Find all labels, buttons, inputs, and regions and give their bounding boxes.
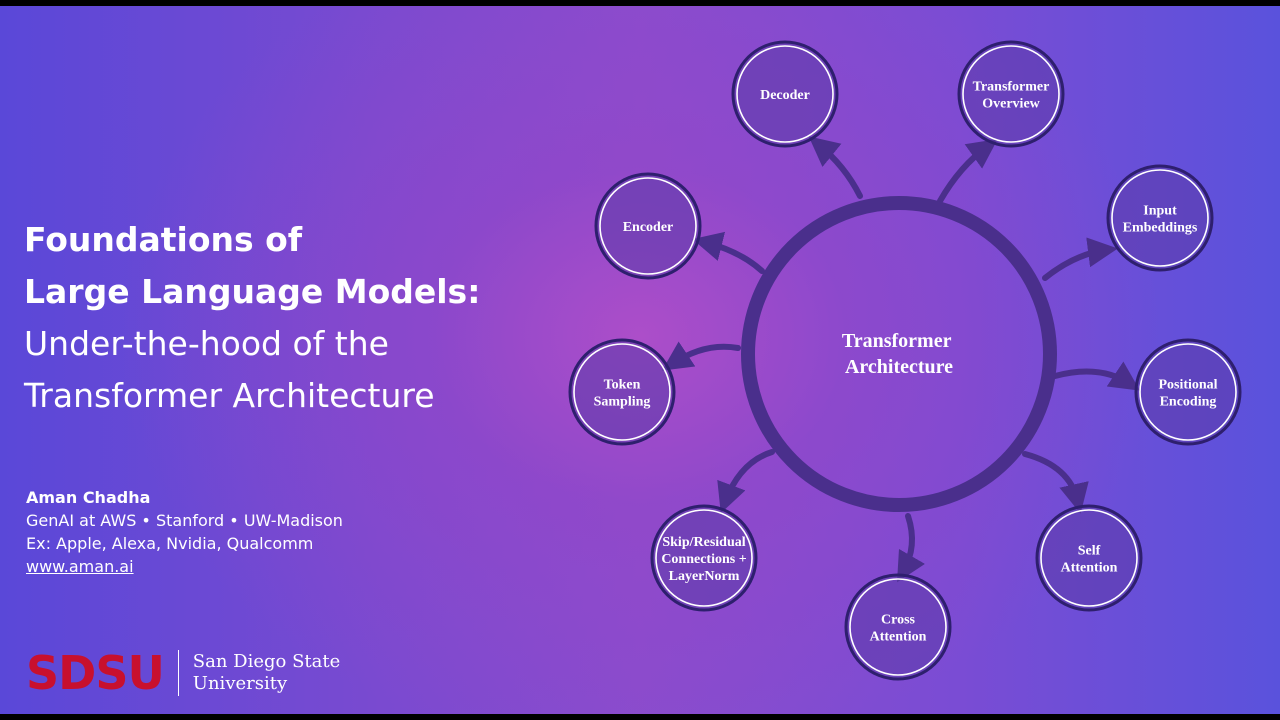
center-label-line-2: Architecture xyxy=(845,356,953,378)
node-label-line: Transformer xyxy=(973,80,1050,95)
slide: Foundations of Large Language Models: Un… xyxy=(0,6,1280,714)
node-circle xyxy=(1134,338,1242,446)
transformer-mindmap-diagram: Transformer Architecture DecoderTransfor… xyxy=(568,40,1242,681)
node-label-line: Sampling xyxy=(594,395,651,410)
node-encoder[interactable]: Encoder xyxy=(594,172,702,280)
author-affiliation: GenAI at AWS • Stanford • UW-Madison xyxy=(26,511,343,530)
author-website-link[interactable]: www.aman.ai xyxy=(26,557,134,576)
node-label-line: LayerNorm xyxy=(669,569,740,584)
node-label-line: Encoder xyxy=(623,220,674,235)
node-decoder[interactable]: Decoder xyxy=(731,40,839,148)
logo-name-line-2: University xyxy=(192,673,288,694)
node-ring xyxy=(736,45,834,143)
arrow-to-encoder xyxy=(692,231,765,274)
title-line-1: Foundations of xyxy=(24,220,303,259)
node-circle xyxy=(957,40,1065,148)
arrow-to-token-sampling xyxy=(662,341,741,371)
logo-text: San Diego State University xyxy=(193,651,340,695)
node-label-encoder: Encoder xyxy=(623,220,674,235)
node-ring xyxy=(962,45,1060,143)
node-label-line: Encoding xyxy=(1160,395,1217,410)
node-label-line: Connections + xyxy=(661,552,746,567)
node-circle xyxy=(650,504,758,612)
node-ring xyxy=(1111,169,1209,267)
arrow-to-transformer-overview xyxy=(937,139,998,204)
node-circle xyxy=(594,172,702,280)
arrow-to-cross-attention xyxy=(897,513,925,583)
node-ring xyxy=(599,177,697,275)
node-ring xyxy=(655,509,753,607)
center-label-line-1: Transformer xyxy=(842,330,952,352)
arrow-to-positional-encoding xyxy=(1052,361,1140,391)
logo-mark: SDSU xyxy=(26,646,165,700)
author-block: Aman Chadha GenAI at AWS • Stanford • UW… xyxy=(26,486,343,578)
arrow-to-self-attention xyxy=(1022,451,1089,514)
node-circle xyxy=(568,338,676,446)
author-previous: Ex: Apple, Alexa, Nvidia, Qualcomm xyxy=(26,534,314,553)
node-ring xyxy=(849,578,947,676)
node-label-line: Attention xyxy=(1061,561,1118,576)
center-label: Transformer Architecture xyxy=(842,330,956,378)
node-ring xyxy=(1139,343,1237,441)
arrow-to-decoder xyxy=(808,136,863,199)
node-label-line: Skip/Residual xyxy=(662,535,745,550)
node-label-line: Decoder xyxy=(760,88,810,103)
node-label-line: Self xyxy=(1078,544,1101,559)
node-label-line: Positional xyxy=(1158,378,1217,393)
node-label-line: Token xyxy=(604,378,641,393)
center-ring xyxy=(741,196,1057,512)
logo-name-line-1: San Diego State xyxy=(192,651,341,672)
node-label-line: Attention xyxy=(870,630,927,645)
node-circle xyxy=(731,40,839,148)
title-line-2: Large Language Models: xyxy=(24,272,481,311)
arrow-to-skip-residual xyxy=(717,449,775,514)
node-label-line: Cross xyxy=(881,613,916,628)
arrow-to-input-embeddings xyxy=(1042,237,1118,281)
node-label-line: Embeddings xyxy=(1123,221,1198,236)
author-name: Aman Chadha xyxy=(26,488,151,507)
node-label-decoder: Decoder xyxy=(760,88,810,103)
title-block: Foundations of Large Language Models: Un… xyxy=(24,214,544,422)
subtitle-line-1: Under-the-hood of the xyxy=(24,324,389,363)
node-circle xyxy=(1106,164,1214,272)
node-circle xyxy=(844,573,952,681)
node-circle xyxy=(1035,504,1143,612)
subtitle-line-2: Transformer Architecture xyxy=(24,376,435,415)
node-label-line: Input xyxy=(1143,204,1177,219)
node-ring xyxy=(1040,509,1138,607)
node-ring xyxy=(573,343,671,441)
sdsu-logo: SDSU San Diego State University xyxy=(26,648,340,698)
logo-divider xyxy=(177,650,179,696)
node-label-line: Overview xyxy=(982,97,1040,112)
